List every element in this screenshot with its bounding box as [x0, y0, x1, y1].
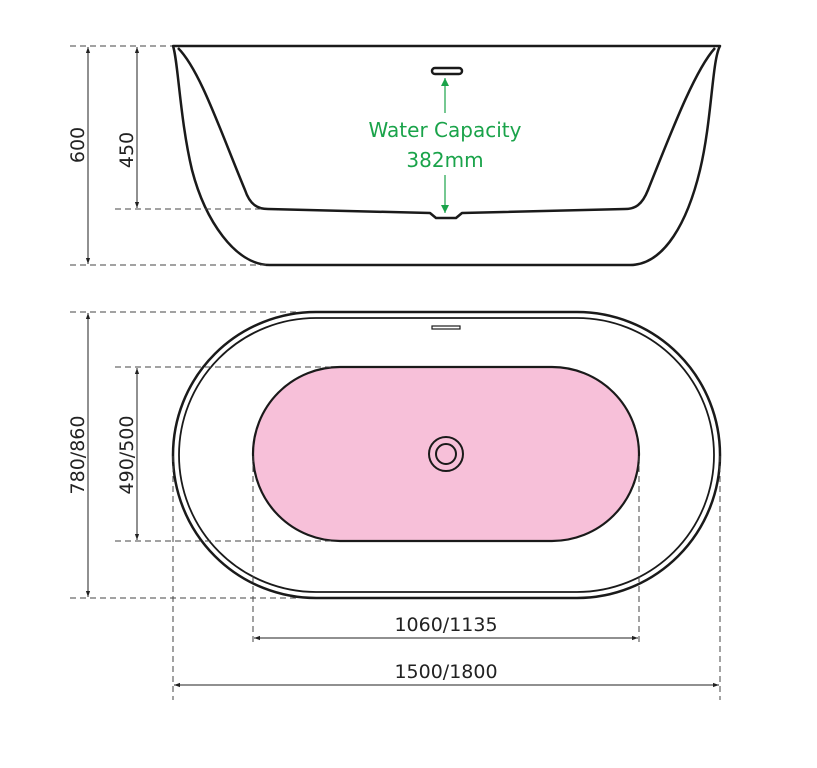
tub-inner-rim: [178, 317, 715, 593]
side-view: 600 450 Water Capacity 382mm: [67, 44, 722, 267]
tub-outer-rim: [171, 310, 722, 600]
overflow-outlet: [430, 66, 464, 76]
dim-label-600: 600: [67, 127, 89, 163]
overflow-outlet-top: [431, 325, 461, 330]
dim-label-1060-1135: 1060/1135: [394, 614, 497, 636]
tub-outer-profile: [171, 44, 722, 267]
water-capacity-value: 382mm: [406, 148, 483, 172]
tub-inner-profile: [177, 47, 716, 220]
top-view: 780/860 490/500 1060/1135 1500/1800: [67, 310, 722, 700]
drain-icon: [428, 436, 464, 472]
dim-label-780-860: 780/860: [67, 416, 89, 495]
dim-label-490-500: 490/500: [116, 416, 138, 495]
tub-basin: [251, 365, 641, 543]
dim-label-450: 450: [116, 132, 138, 168]
water-capacity-label: Water Capacity: [369, 118, 522, 142]
dim-label-1500-1800: 1500/1800: [394, 661, 497, 683]
drain-inner-ring: [435, 443, 457, 465]
